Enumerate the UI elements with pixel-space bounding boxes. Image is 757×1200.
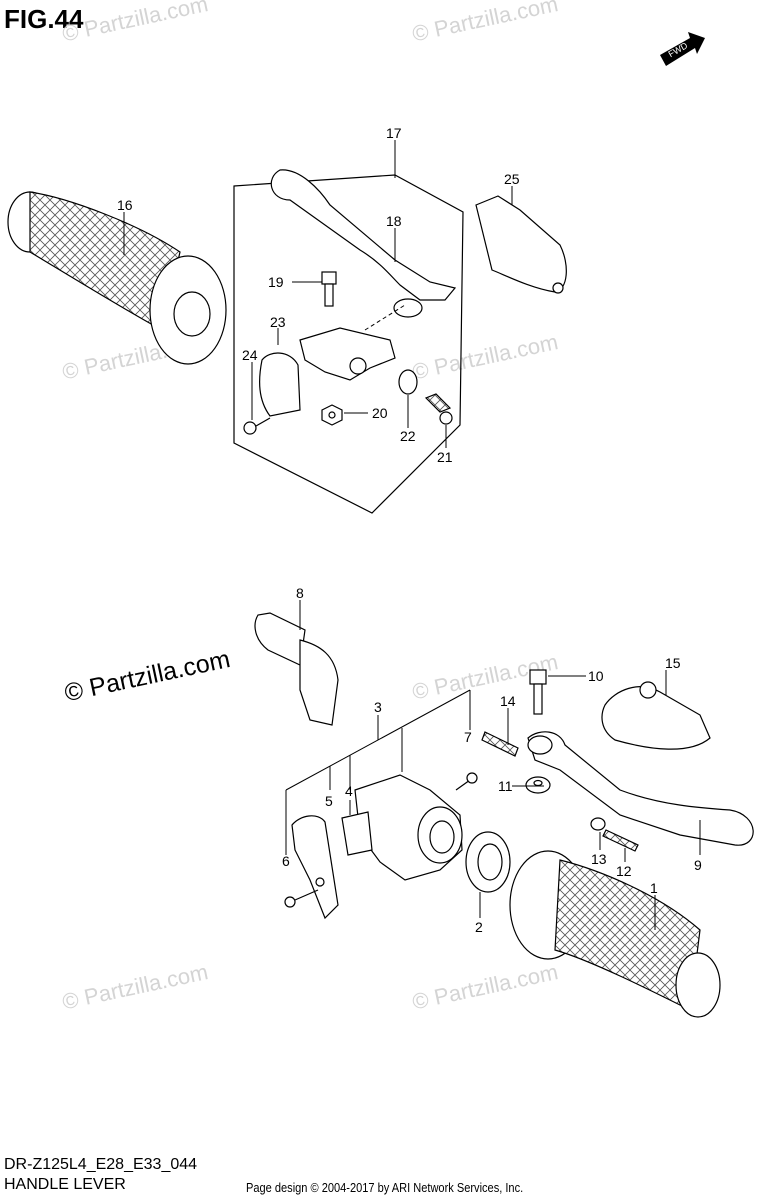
pivot-bolt-part-19 (321, 271, 337, 307)
callout-5: 5 (325, 793, 333, 809)
callout-3: 3 (374, 699, 382, 715)
nut-part-11 (525, 776, 551, 794)
switch-block-part-4 (341, 811, 373, 856)
lever-cover-part-25 (475, 195, 567, 294)
callout-1: 1 (650, 880, 658, 896)
spring-part-14 (481, 731, 519, 757)
nut-part-13 (590, 817, 606, 831)
callout-14: 14 (500, 693, 516, 709)
callout-labels: 16 17 18 19 23 24 20 22 21 25 8 10 15 3 … (117, 125, 702, 935)
switch-cover-part-8 (254, 612, 339, 726)
switch-housing-part-3 (354, 774, 463, 881)
figure-title: FIG.44 (4, 4, 84, 34)
callout-15: 15 (665, 655, 681, 671)
model-code: DR-Z125L4_E28_E33_044 (4, 1156, 198, 1173)
adjuster-screw-part-21 (424, 393, 453, 425)
callout-21: 21 (437, 449, 453, 465)
lever-cover-part-15 (601, 681, 711, 750)
switch-plate-part-5 (291, 815, 339, 920)
callout-25: 25 (504, 171, 520, 187)
group-bracket (285, 689, 471, 855)
nut-part-20 (321, 404, 343, 426)
section-name: HANDLE LEVER (4, 1176, 126, 1193)
brake-lever-part-9 (527, 731, 754, 846)
callout-16: 16 (117, 197, 133, 213)
callout-10: 10 (588, 668, 604, 684)
leader-lines (123, 140, 701, 930)
callout-12: 12 (616, 863, 632, 879)
callout-4: 4 (345, 783, 353, 799)
callout-19: 19 (268, 274, 284, 290)
callout-24: 24 (242, 347, 258, 363)
callout-7: 7 (464, 729, 472, 745)
screw-part-24 (243, 417, 271, 435)
callout-8: 8 (296, 585, 304, 601)
screw-part-6 (284, 889, 319, 908)
lever-holder-part-23 (259, 327, 396, 417)
callout-17: 17 (386, 125, 402, 141)
callout-9: 9 (694, 857, 702, 873)
right-grip-part-1 (509, 850, 721, 1018)
pivot-bolt-part-10 (529, 669, 547, 715)
callout-23: 23 (270, 314, 286, 330)
callout-18: 18 (386, 213, 402, 229)
throttle-drum-part-2 (465, 831, 511, 893)
washer-part-22 (398, 369, 418, 395)
clutch-lever-part-17 (270, 169, 457, 318)
callout-20: 20 (372, 405, 388, 421)
fwd-arrow-icon: FWD (660, 32, 705, 66)
callout-13: 13 (591, 851, 607, 867)
left-grip-part-16 (7, 191, 227, 365)
page-credit: Page design © 2004-2017 by ARI Network S… (246, 1180, 524, 1195)
callout-11: 11 (498, 778, 513, 794)
callout-2: 2 (475, 919, 483, 935)
screw-part-7 (455, 772, 478, 791)
callout-6: 6 (282, 853, 290, 869)
callout-22: 22 (400, 428, 416, 444)
adjuster-bolt-part-12 (602, 829, 639, 852)
